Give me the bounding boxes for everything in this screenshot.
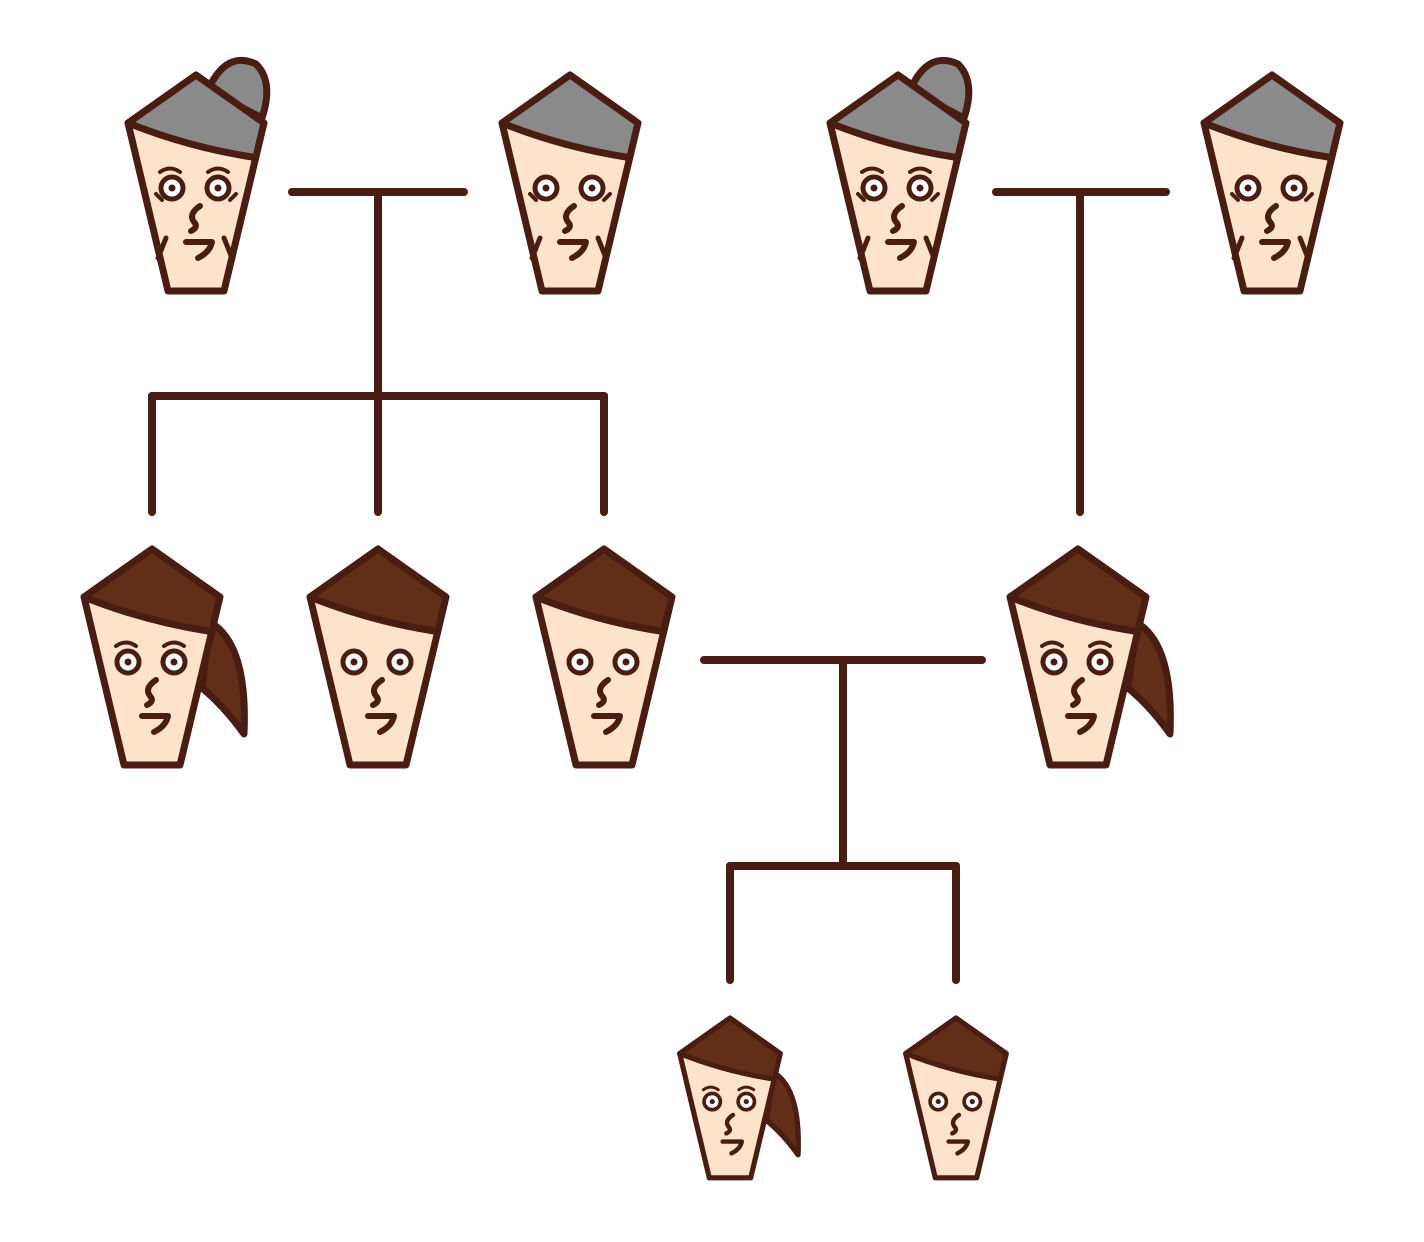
- face-icon: [906, 1018, 1007, 1178]
- face-icon: [830, 75, 966, 291]
- person-grandfather-maternal: [1204, 75, 1340, 291]
- people: [84, 60, 1340, 1177]
- person-mother: [1010, 549, 1170, 765]
- face-icon: [536, 549, 672, 765]
- person-daughter: [680, 1018, 799, 1178]
- face-icon: [84, 549, 220, 765]
- person-grandmother-maternal: [830, 60, 969, 291]
- person-uncle: [310, 549, 446, 765]
- person-grandmother-paternal: [128, 60, 267, 291]
- person-grandfather-paternal: [502, 75, 638, 291]
- face-icon: [1010, 549, 1146, 765]
- face-icon: [502, 75, 638, 291]
- person-father: [536, 549, 672, 765]
- person-son: [906, 1018, 1007, 1178]
- face-icon: [1204, 75, 1340, 291]
- face-icon: [128, 75, 264, 291]
- connection-lines: [148, 188, 1170, 984]
- person-aunt: [84, 549, 244, 765]
- face-icon: [680, 1018, 781, 1178]
- face-icon: [310, 549, 446, 765]
